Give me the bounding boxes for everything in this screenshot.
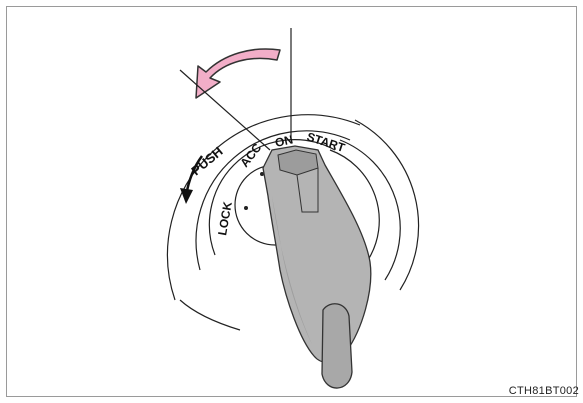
- key-grip: [322, 304, 352, 388]
- key-head: [263, 146, 371, 362]
- figure-code: CTH81BT002: [509, 385, 579, 397]
- position-dot: [244, 206, 248, 210]
- ignition-key: [263, 146, 371, 388]
- label-lock: LOCK: [215, 200, 235, 236]
- push-arrow-head: [180, 188, 193, 204]
- label-acc: ACC: [237, 140, 264, 169]
- rotate-arrow-icon: [196, 49, 280, 98]
- ring-outer-bottom: [180, 300, 240, 330]
- leader-line-acc: [180, 70, 270, 150]
